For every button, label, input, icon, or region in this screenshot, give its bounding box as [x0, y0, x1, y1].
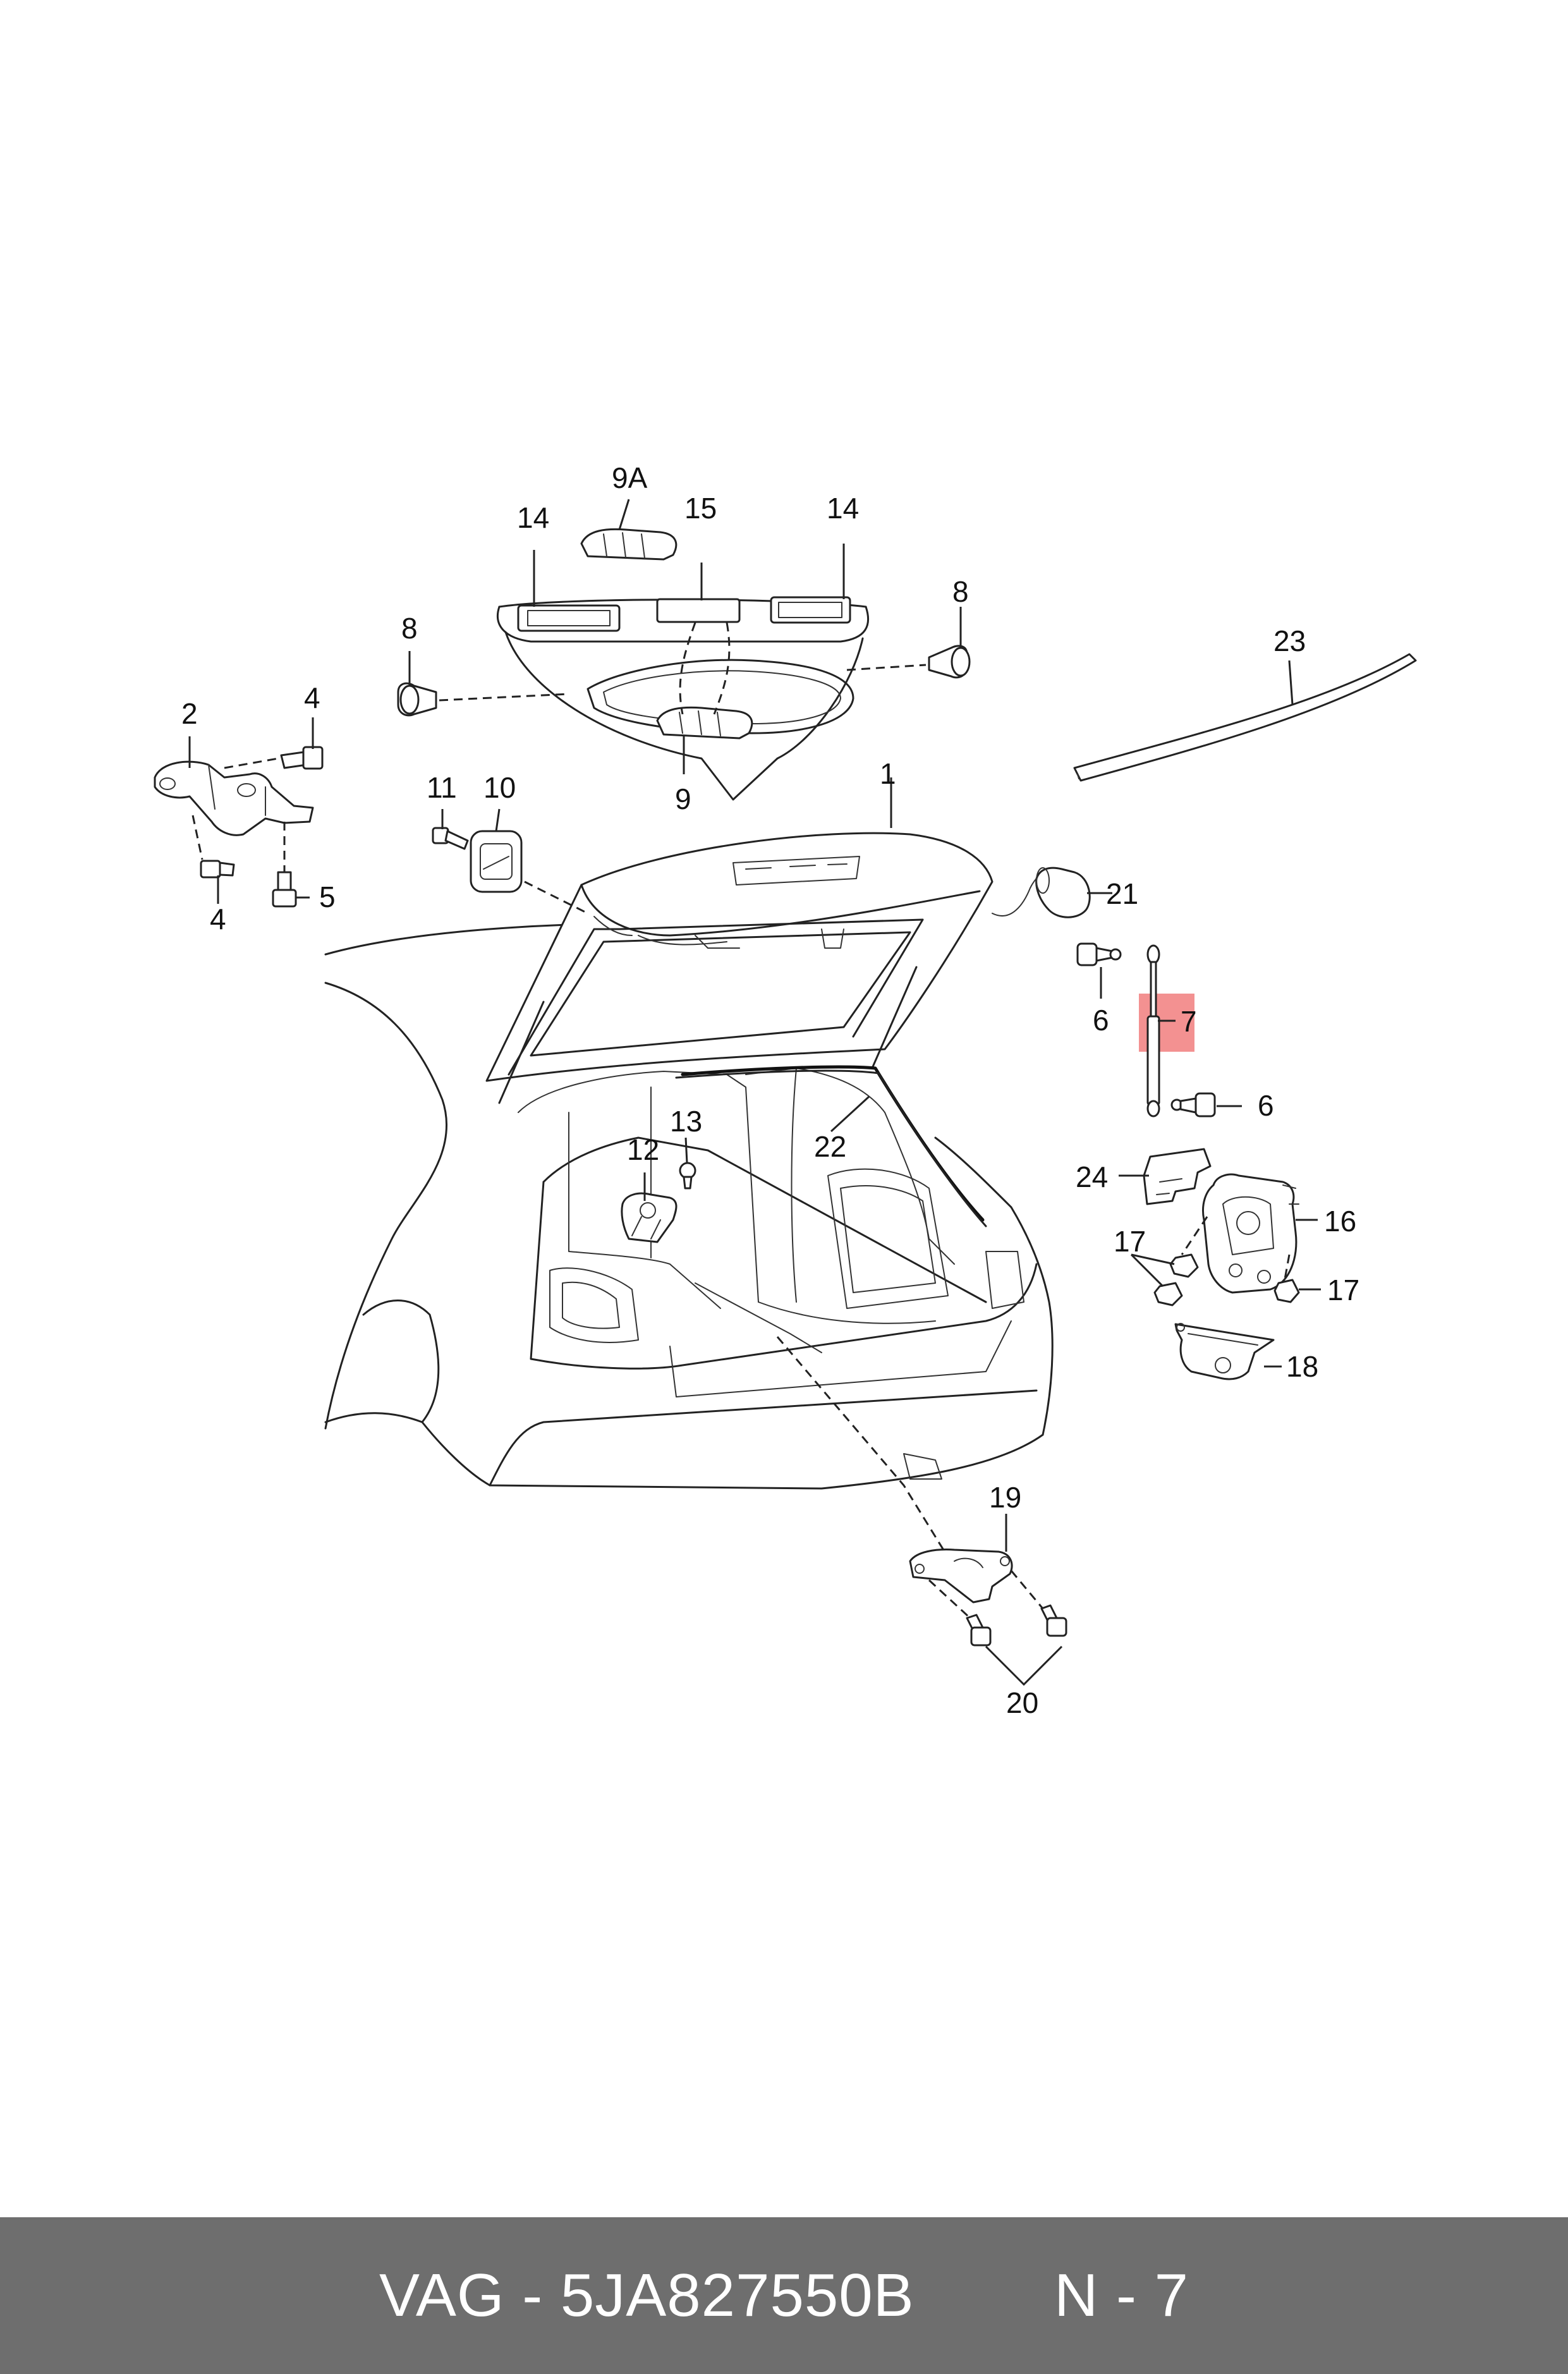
- lock-cover-18: [1174, 1323, 1275, 1380]
- callout-19: 19: [989, 1481, 1021, 1514]
- callout-4-upper: 4: [304, 681, 320, 714]
- callout-7: 7: [1181, 1005, 1197, 1038]
- callout-18: 18: [1286, 1350, 1318, 1383]
- gas-strut-7: [1146, 944, 1160, 1117]
- callout-14-left: 14: [517, 501, 549, 534]
- callout-9a: 9A: [612, 461, 648, 494]
- callout-6-upper: 6: [1093, 1004, 1109, 1037]
- callout-12: 12: [627, 1133, 659, 1166]
- callout-6-lower: 6: [1258, 1089, 1274, 1122]
- ball-stud-6-lower: [1170, 1092, 1216, 1117]
- callout-8-left: 8: [401, 612, 418, 645]
- trim-strip-23: [1073, 653, 1417, 782]
- callout-labels: 1 2 4 4 5 6 6 7 8 8 9 9A 10 11 12 13 14 …: [181, 461, 1359, 1719]
- tailgate-lock-16: [1202, 1173, 1299, 1294]
- nut-17-b: [1153, 1282, 1183, 1306]
- callout-23: 23: [1273, 624, 1306, 657]
- callout-17-left: 17: [1114, 1225, 1146, 1258]
- tailgate-hinge: [154, 760, 314, 836]
- footer-part-label: VAG - 5JA827550B: [379, 2261, 915, 2329]
- washer-nozzle-21: [1035, 867, 1091, 918]
- clip-8-left: [397, 682, 437, 717]
- nut-17-c: [1273, 1279, 1300, 1303]
- callout-24: 24: [1076, 1160, 1108, 1193]
- callout-15: 15: [684, 492, 717, 525]
- handle-cover-10: [470, 830, 523, 893]
- brake-light-bulb-holder-9a: [580, 528, 678, 561]
- clip-8-right: [928, 645, 971, 679]
- brake-light-lens-right: [770, 596, 851, 624]
- bracket-12: [621, 1192, 678, 1243]
- callout-1: 1: [880, 757, 896, 790]
- callout-20: 20: [1006, 1686, 1038, 1719]
- brake-light-bulb-holder-9: [656, 706, 753, 740]
- bolt-4-lower: [200, 860, 235, 879]
- leader-lines: [188, 499, 1321, 1686]
- bolt-4-upper: [280, 746, 324, 770]
- brake-light-lens-center: [656, 598, 741, 623]
- callout-5: 5: [319, 880, 336, 913]
- nut-17-a: [1169, 1253, 1199, 1278]
- parts-diagram: 1 2 4 4 5 6 6 7 8 8 9 9A 10 11 12 13 14 …: [154, 461, 1417, 1719]
- bolt-20-left: [966, 1614, 992, 1647]
- clip-13: [679, 1162, 696, 1190]
- callout-11: 11: [427, 771, 457, 804]
- bolt-5: [272, 871, 297, 908]
- callout-13: 13: [670, 1105, 702, 1138]
- part-number-footer: VAG - 5JA827550B N - 7: [0, 2217, 1568, 2374]
- callout-17-right: 17: [1327, 1274, 1359, 1306]
- striker-19: [909, 1549, 1013, 1604]
- ball-stud-6-upper: [1076, 942, 1122, 966]
- bracket-24: [1143, 1148, 1212, 1205]
- callout-16: 16: [1324, 1205, 1356, 1238]
- brake-light-lens-left: [517, 604, 621, 632]
- footer-position-label: N - 7: [1054, 2261, 1189, 2329]
- callout-9: 9: [675, 782, 691, 815]
- callout-10: 10: [483, 771, 516, 804]
- tailgate: [485, 832, 1053, 1104]
- callout-21: 21: [1106, 877, 1138, 910]
- callout-4-lower: 4: [210, 903, 226, 935]
- screw-11: [432, 827, 469, 850]
- bolt-20-right: [1040, 1604, 1067, 1637]
- callout-22: 22: [814, 1130, 846, 1163]
- callout-8-right: 8: [952, 575, 969, 608]
- callout-14-right: 14: [827, 492, 859, 525]
- callout-2: 2: [181, 697, 198, 730]
- footer-gap: [915, 2261, 1054, 2330]
